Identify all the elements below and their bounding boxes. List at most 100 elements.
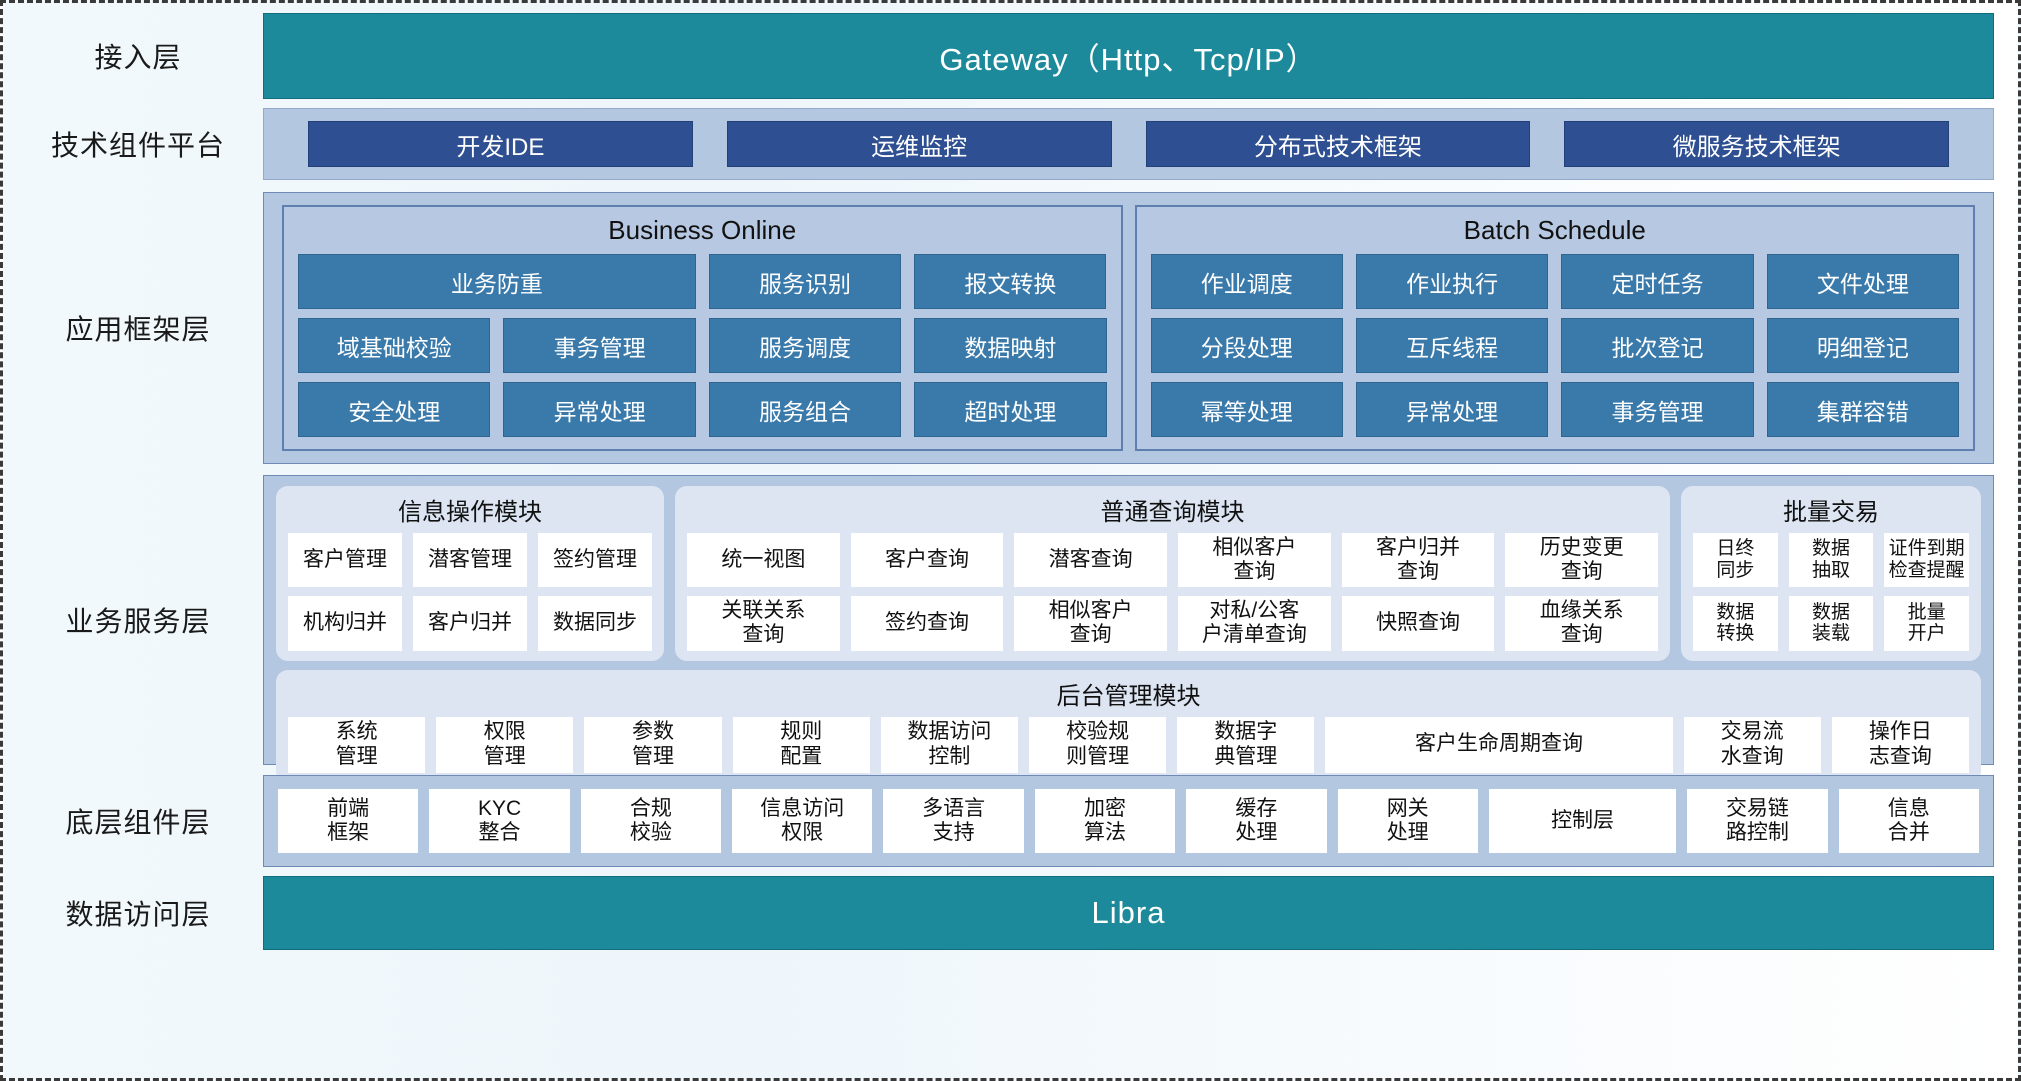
svc-batch-account-open[interactable]: 批量开户 (1884, 596, 1970, 651)
layer-app-framework: 应用框架层 Business Online 业务防重 服务识别 报文转换 域基础… (13, 192, 1994, 464)
fw-cell-fwdd[interactable]: 服务调度 (708, 318, 902, 373)
svc-data-load[interactable]: 数据装载 (1788, 596, 1874, 651)
admin-row: 系统管理 权限管理 参数管理 规则配置 数据访问控制 校验规则管理 数据字典管理… (288, 716, 1969, 773)
comp-multilingual-support[interactable]: 多语言支持 (883, 789, 1024, 853)
fw-cell-yccl2[interactable]: 异常处理 (1355, 382, 1549, 437)
group-batch-schedule: Batch Schedule 作业调度 作业执行 定时任务 文件处理 分段处理 … (1134, 205, 1975, 451)
admin-customer-lifecycle-query[interactable]: 客户生命周期查询 (1325, 716, 1673, 773)
fw-cell-jqrc[interactable]: 集群容错 (1766, 382, 1959, 437)
libra-bar[interactable]: Libra (263, 876, 1994, 950)
fw-cell-yjcjy[interactable]: 域基础校验 (298, 318, 491, 373)
card-rows-common-query: 统一视图 客户查询 潜客查询 相似客户查询 客户归并查询 历史变更查询 关联关系… (687, 533, 1659, 651)
layer-body-bizsvc: 信息操作模块 客户管理 潜客管理 签约管理 机构归并 客户归并 数据同步 (263, 475, 1994, 783)
svc-contract-query[interactable]: 签约查询 (850, 596, 1004, 651)
admin-permission-mgmt[interactable]: 权限管理 (436, 716, 574, 773)
service-row: 日终同步 数据抽取 证件到期检查提醒 (1693, 533, 1970, 588)
svc-customer-merge[interactable]: 客户归并 (413, 596, 527, 651)
fw-cell-zydd[interactable]: 作业调度 (1150, 254, 1343, 309)
svc-data-sync[interactable]: 数据同步 (538, 596, 652, 651)
fw-row: 作业调度 作业执行 定时任务 文件处理 (1150, 254, 1959, 309)
tech-chip-ops-monitor[interactable]: 运维监控 (726, 121, 1112, 167)
fw-cell-swgl[interactable]: 事务管理 (503, 318, 696, 373)
svc-history-change-query[interactable]: 历史变更查询 (1505, 533, 1659, 588)
svc-similar-customer-query[interactable]: 相似客户查询 (1178, 533, 1331, 588)
card-backend-admin: 后台管理模块 系统管理 权限管理 参数管理 规则配置 数据访问控制 校验规则管理… (276, 669, 1981, 783)
comp-cache-processing[interactable]: 缓存处理 (1186, 789, 1327, 853)
tech-chip-microservice-framework[interactable]: 微服务技术框架 (1564, 121, 1949, 167)
fw-cell-fdcl[interactable]: 分段处理 (1150, 318, 1343, 373)
tech-chip-distributed-framework[interactable]: 分布式技术框架 (1145, 121, 1531, 167)
svc-data-extract[interactable]: 数据抽取 (1788, 533, 1874, 588)
fw-cell-fwsb[interactable]: 服务识别 (708, 254, 902, 309)
gateway-bar[interactable]: Gateway（Http、Tcp/IP） (263, 13, 1994, 99)
fw-cell-fwzh[interactable]: 服务组合 (708, 382, 902, 437)
fw-cell-wjcl[interactable]: 文件处理 (1766, 254, 1959, 309)
svc-lineage-query[interactable]: 血缘关系查询 (1505, 596, 1659, 651)
fw-cell-aqcl[interactable]: 安全处理 (298, 382, 491, 437)
card-title-backend-admin: 后台管理模块 (1056, 682, 1201, 710)
comp-transaction-chain-control[interactable]: 交易链路控制 (1687, 789, 1828, 853)
fw-cell-mxdj[interactable]: 明细登记 (1766, 318, 1959, 373)
layer-body-tech: 开发IDE 运维监控 分布式技术框架 微服务技术框架 (263, 108, 1994, 180)
svc-customer-query[interactable]: 客户查询 (850, 533, 1004, 588)
layer-business-service: 业务服务层 信息操作模块 客户管理 潜客管理 签约管理 机构归并 (13, 475, 1994, 783)
admin-data-dictionary-mgmt[interactable]: 数据字典管理 (1177, 716, 1315, 773)
fw-cell-ywfz[interactable]: 业务防重 (298, 254, 696, 309)
fw-cell-cscl[interactable]: 超时处理 (914, 382, 1107, 437)
comp-compliance-check[interactable]: 合规校验 (580, 789, 722, 853)
card-batch-transaction: 批量交易 日终同步 数据抽取 证件到期检查提醒 数据转换 数据装载 批量开户 (1681, 486, 1981, 661)
layer-label-bizsvc: 业务服务层 (65, 606, 211, 637)
fw-cell-yccl[interactable]: 异常处理 (503, 382, 696, 437)
admin-operation-log-query[interactable]: 操作日志查询 (1831, 716, 1969, 773)
svc-prospect-mgmt[interactable]: 潜客管理 (413, 533, 527, 588)
svc-data-transform[interactable]: 数据转换 (1693, 596, 1778, 651)
fw-cell-dsrw[interactable]: 定时任务 (1561, 254, 1754, 309)
svc-private-corporate-list-query[interactable]: 对私/公客户清单查询 (1178, 596, 1331, 651)
svc-contract-mgmt[interactable]: 签约管理 (538, 533, 652, 588)
group-grid-business-online: 业务防重 服务识别 报文转换 域基础校验 事务管理 服务调度 数据映射 安全处理 (298, 254, 1107, 437)
fw-cell-sjys[interactable]: 数据映射 (914, 318, 1107, 373)
svc-unified-view[interactable]: 统一视图 (687, 533, 840, 588)
tech-chip-dev-ide[interactable]: 开发IDE (308, 121, 693, 167)
svc-similar-customer-query-2[interactable]: 相似客户查询 (1014, 596, 1168, 651)
business-service-panel: 信息操作模块 客户管理 潜客管理 签约管理 机构归并 客户归并 数据同步 (263, 475, 1994, 783)
svc-org-merge[interactable]: 机构归并 (288, 596, 402, 651)
fw-cell-hcxc[interactable]: 互斥线程 (1355, 318, 1549, 373)
svc-eod-sync[interactable]: 日终同步 (1693, 533, 1778, 588)
layer-tech-platform: 技术组件平台 开发IDE 运维监控 分布式技术框架 微服务技术框架 (13, 108, 1994, 180)
comp-info-merge[interactable]: 信息合并 (1838, 789, 1979, 853)
fw-row: 域基础校验 事务管理 服务调度 数据映射 (298, 318, 1107, 373)
fw-cell-bwzh[interactable]: 报文转换 (914, 254, 1107, 309)
svc-prospect-query[interactable]: 潜客查询 (1014, 533, 1168, 588)
fw-cell-pcdj[interactable]: 批次登记 (1561, 318, 1754, 373)
svc-cert-expiry-reminder[interactable]: 证件到期检查提醒 (1884, 533, 1970, 588)
svc-snapshot-query[interactable]: 快照查询 (1341, 596, 1495, 651)
layer-label-tech: 技术组件平台 (50, 130, 225, 161)
admin-rule-config[interactable]: 规则配置 (732, 716, 870, 773)
admin-system-mgmt[interactable]: 系统管理 (288, 716, 426, 773)
service-card-row: 信息操作模块 客户管理 潜客管理 签约管理 机构归并 客户归并 数据同步 (276, 486, 1981, 661)
card-rows-batch-transaction: 日终同步 数据抽取 证件到期检查提醒 数据转换 数据装载 批量开户 (1693, 533, 1970, 651)
admin-transaction-flow-query[interactable]: 交易流水查询 (1683, 716, 1821, 773)
comp-info-access-permission[interactable]: 信息访问权限 (732, 789, 873, 853)
fw-cell-zyzx[interactable]: 作业执行 (1355, 254, 1549, 309)
svc-customer-mgmt[interactable]: 客户管理 (288, 533, 402, 588)
fw-cell-swgl2[interactable]: 事务管理 (1561, 382, 1754, 437)
admin-validation-rule-mgmt[interactable]: 校验规则管理 (1029, 716, 1167, 773)
svc-customer-merge-query[interactable]: 客户归并查询 (1341, 533, 1495, 588)
group-title-batch-schedule: Batch Schedule (1463, 215, 1646, 245)
comp-gateway-processing[interactable]: 网关处理 (1337, 789, 1478, 853)
service-row: 客户管理 潜客管理 签约管理 (288, 533, 652, 588)
comp-frontend-framework[interactable]: 前端框架 (278, 789, 419, 853)
comp-encryption-algorithm[interactable]: 加密算法 (1034, 789, 1176, 853)
admin-data-access-control[interactable]: 数据访问控制 (880, 716, 1019, 773)
comp-control-layer[interactable]: 控制层 (1488, 789, 1677, 853)
card-common-query: 普通查询模块 统一视图 客户查询 潜客查询 相似客户查询 客户归并查询 历史变更… (675, 486, 1670, 661)
admin-param-mgmt[interactable]: 参数管理 (584, 716, 722, 773)
svc-relation-query[interactable]: 关联关系查询 (687, 596, 840, 651)
fw-cell-mdcl[interactable]: 幂等处理 (1150, 382, 1343, 437)
